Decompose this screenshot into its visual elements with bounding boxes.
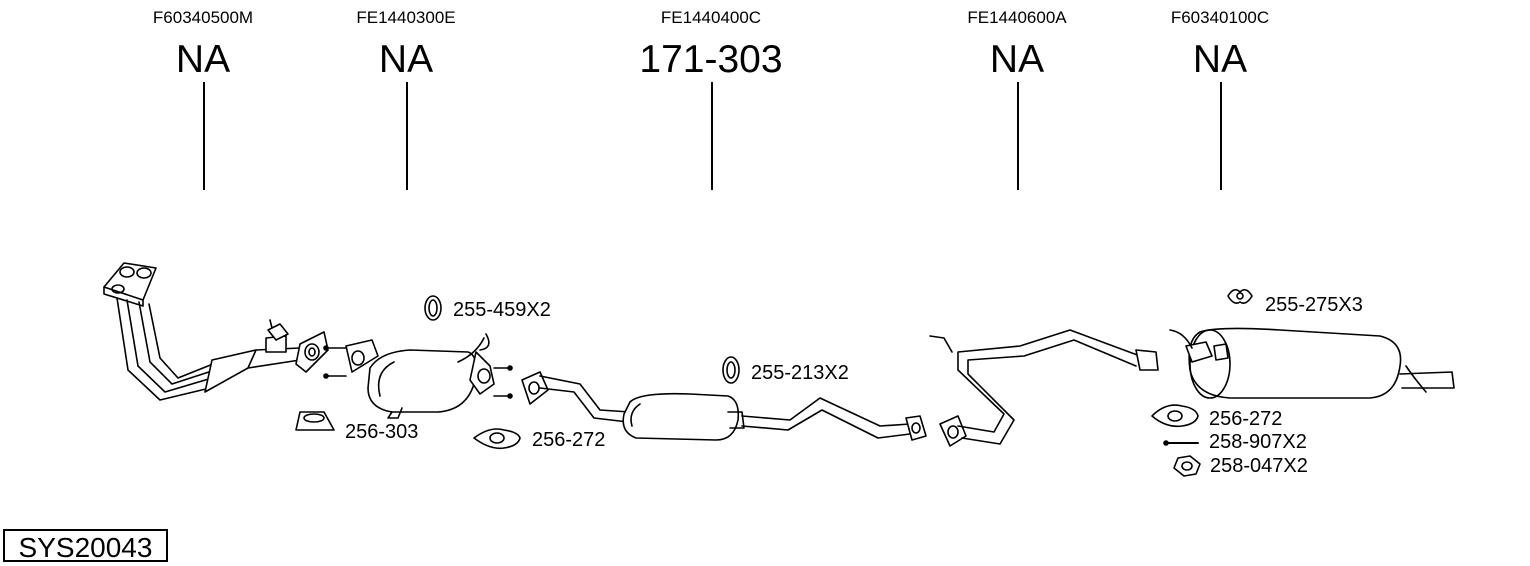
leader-line-3: [711, 82, 713, 190]
part-label-flange-gasket-a: 256-272: [532, 429, 606, 451]
part-label-flange-gasket-b: 256-272: [1209, 408, 1283, 430]
manifold-flange: [103, 262, 157, 307]
section-code-5: F60340100C: [1170, 8, 1270, 27]
section-code-4: FE1440600A: [967, 8, 1067, 27]
flange-gasket-icon: [1151, 404, 1199, 428]
system-code-box: SYS20043: [3, 529, 168, 563]
gasket-icon: [295, 411, 335, 431]
flange-gasket-icon: [473, 428, 521, 450]
leader-line-1: [203, 82, 205, 190]
hanger-icon: [1227, 288, 1253, 304]
part-label-gasket-303: 256-303: [345, 421, 419, 443]
rear-intermediate-pipe: [929, 329, 1159, 447]
part-label-bolt-907: 258-907X2: [1209, 431, 1307, 453]
nut-icon: [1173, 455, 1201, 477]
section-ref-5: NA: [1192, 38, 1248, 81]
part-label-hanger-275: 255-275X3: [1265, 294, 1363, 316]
section-code-3: FE1440400C: [660, 8, 762, 27]
section-ref-2: NA: [378, 38, 434, 81]
front-flange: [295, 331, 329, 373]
middle-section: [521, 371, 927, 441]
section-ref-4: NA: [989, 38, 1045, 81]
leader-line-2: [406, 82, 408, 190]
part-label-nut-047: 258-047X2: [1210, 455, 1308, 477]
rear-silencer: [1169, 327, 1455, 399]
downpipe: [116, 297, 301, 401]
part-label-ring-213: 255-213X2: [751, 362, 849, 384]
section-code-2: FE1440300E: [356, 8, 456, 27]
rubber-ring-icon: [722, 356, 740, 384]
part-label-ring-459: 255-459X2: [453, 299, 551, 321]
leader-line-4: [1017, 82, 1019, 190]
rubber-ring-icon: [424, 295, 442, 321]
section-code-1: F60340500M: [152, 8, 254, 27]
section-ref-1: NA: [175, 38, 231, 81]
bolt-icon: [1163, 440, 1199, 446]
section-ref-3: 171-303: [639, 38, 783, 81]
front-muffler: [323, 333, 513, 419]
leader-line-5: [1220, 82, 1222, 190]
